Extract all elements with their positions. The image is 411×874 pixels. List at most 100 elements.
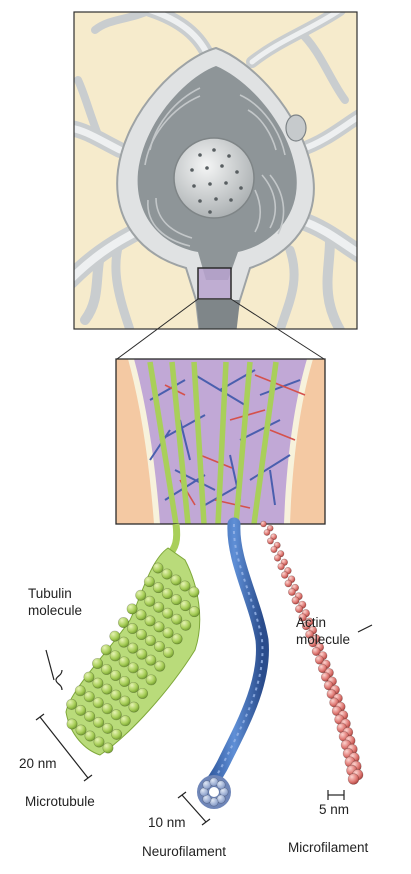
- tubulin-sphere: [111, 728, 123, 740]
- nucleus: [173, 137, 255, 219]
- tubulin-sphere: [170, 574, 182, 586]
- tubulin-label: Tubulin molecule: [28, 586, 82, 620]
- tubulin-sphere: [109, 650, 121, 662]
- actin-bead: [270, 545, 278, 554]
- tubulin-sphere: [135, 589, 147, 601]
- tubulin-sphere: [143, 576, 155, 588]
- actin-bead: [270, 533, 278, 541]
- actin-leader-line: [357, 624, 373, 633]
- tubulin-sphere: [119, 715, 131, 727]
- actin-bead: [317, 663, 328, 674]
- tubulin-sphere: [127, 642, 139, 654]
- tubulin-sphere: [127, 662, 139, 674]
- tubulin-sphere: [118, 656, 130, 668]
- tubulin-sphere: [153, 621, 165, 633]
- actin-bead: [266, 537, 274, 545]
- microfilament-size-label: 5 nm: [319, 802, 350, 817]
- tubulin-sphere: [135, 609, 147, 621]
- microtubule-label: Microtubule: [25, 794, 95, 809]
- actin-bead: [266, 524, 274, 532]
- tubulin-sphere: [162, 627, 174, 639]
- organelle-texture: [144, 87, 286, 247]
- tubulin-sphere: [84, 710, 96, 722]
- tubulin-sphere: [144, 595, 156, 607]
- microtubule-size-label: 20 nm: [19, 756, 57, 771]
- inset-microtubules: [147, 361, 279, 524]
- actin-bead: [323, 680, 334, 691]
- actin-label: Actin molecule: [296, 615, 350, 649]
- tubulin-sphere: [92, 657, 104, 669]
- actin-bead: [311, 646, 321, 656]
- actin-bead: [294, 604, 304, 614]
- actin-bead: [280, 571, 289, 579]
- tubulin-sphere: [126, 623, 138, 635]
- tubulin-sphere: [153, 601, 165, 613]
- tubulin-sphere: [119, 675, 131, 687]
- neurofilament-label: Neurofilament: [142, 844, 227, 859]
- tubulin-brace: [55, 669, 63, 691]
- tubulin-sphere: [126, 603, 138, 615]
- tubulin-sphere: [161, 588, 173, 600]
- tubulin-sphere: [137, 687, 149, 699]
- actin-label-line1: Actin: [296, 615, 327, 630]
- tubulin-sphere: [170, 594, 182, 606]
- tubulin-sphere: [152, 562, 164, 574]
- tubulin-sphere: [153, 641, 165, 653]
- tubulin-sphere: [144, 615, 156, 627]
- tubulin-sphere: [162, 607, 174, 619]
- tubulin-sphere: [136, 648, 148, 660]
- actin-bead: [347, 773, 360, 785]
- actin-bead: [277, 562, 285, 571]
- tubulin-sphere: [136, 668, 148, 680]
- microtubule-dimension-line: [39, 716, 89, 779]
- tubulin-sphere: [101, 703, 113, 715]
- actin-bead: [291, 596, 300, 605]
- tubulin-sphere: [188, 606, 200, 618]
- tubulin-spheres: [66, 562, 200, 754]
- tubulin-sphere: [135, 629, 147, 641]
- axon-hillock-zoom-box: [197, 267, 232, 300]
- tubulin-sphere: [92, 697, 104, 709]
- actin-bead: [305, 630, 314, 639]
- actin-bead: [287, 588, 296, 596]
- tubulin-sphere: [75, 704, 87, 716]
- tubulin-sphere: [93, 716, 105, 728]
- tubulin-sphere: [119, 695, 131, 707]
- neurofilament-cross-section: [197, 775, 231, 809]
- neurofilament-dimension-line: [181, 794, 207, 823]
- tubulin-sphere: [179, 600, 191, 612]
- tubulin-sphere: [110, 709, 122, 721]
- nuclear-pores: [190, 148, 243, 214]
- panel-border: [73, 11, 358, 330]
- tubulin-sphere: [145, 654, 157, 666]
- tubulin-sphere: [117, 617, 129, 629]
- actin-bead: [263, 529, 271, 536]
- neurofilament-size-label: 10 nm: [148, 815, 186, 830]
- actin-bead: [320, 672, 331, 682]
- tubulin-sphere: [109, 630, 121, 642]
- tubulin-sphere: [180, 619, 192, 631]
- tubulin-sphere: [101, 663, 113, 675]
- tubulin-label-line2: molecule: [28, 602, 83, 618]
- tubulin-leader-line: [45, 649, 55, 681]
- tubulin-sphere: [74, 685, 86, 697]
- actin-bead: [314, 655, 325, 665]
- tubulin-sphere: [118, 636, 130, 648]
- axon-inset-panel: [115, 358, 326, 525]
- microtubule-model: [65, 547, 201, 756]
- tubulin-sphere: [110, 669, 122, 681]
- dendrite-highlights: [74, 12, 357, 282]
- actin-bead: [298, 613, 307, 622]
- actin-bead: [301, 621, 311, 631]
- actin-bead: [273, 554, 282, 562]
- tubulin-sphere: [83, 671, 95, 683]
- inset-border: [115, 358, 326, 525]
- neuron-cell-body-panel: [73, 11, 358, 330]
- mitochondrion: [285, 114, 307, 142]
- tubulin-sphere: [128, 701, 140, 713]
- tubulin-sphere: [144, 635, 156, 647]
- microfilament-model: [260, 520, 364, 785]
- neurofilament-model: [197, 517, 269, 809]
